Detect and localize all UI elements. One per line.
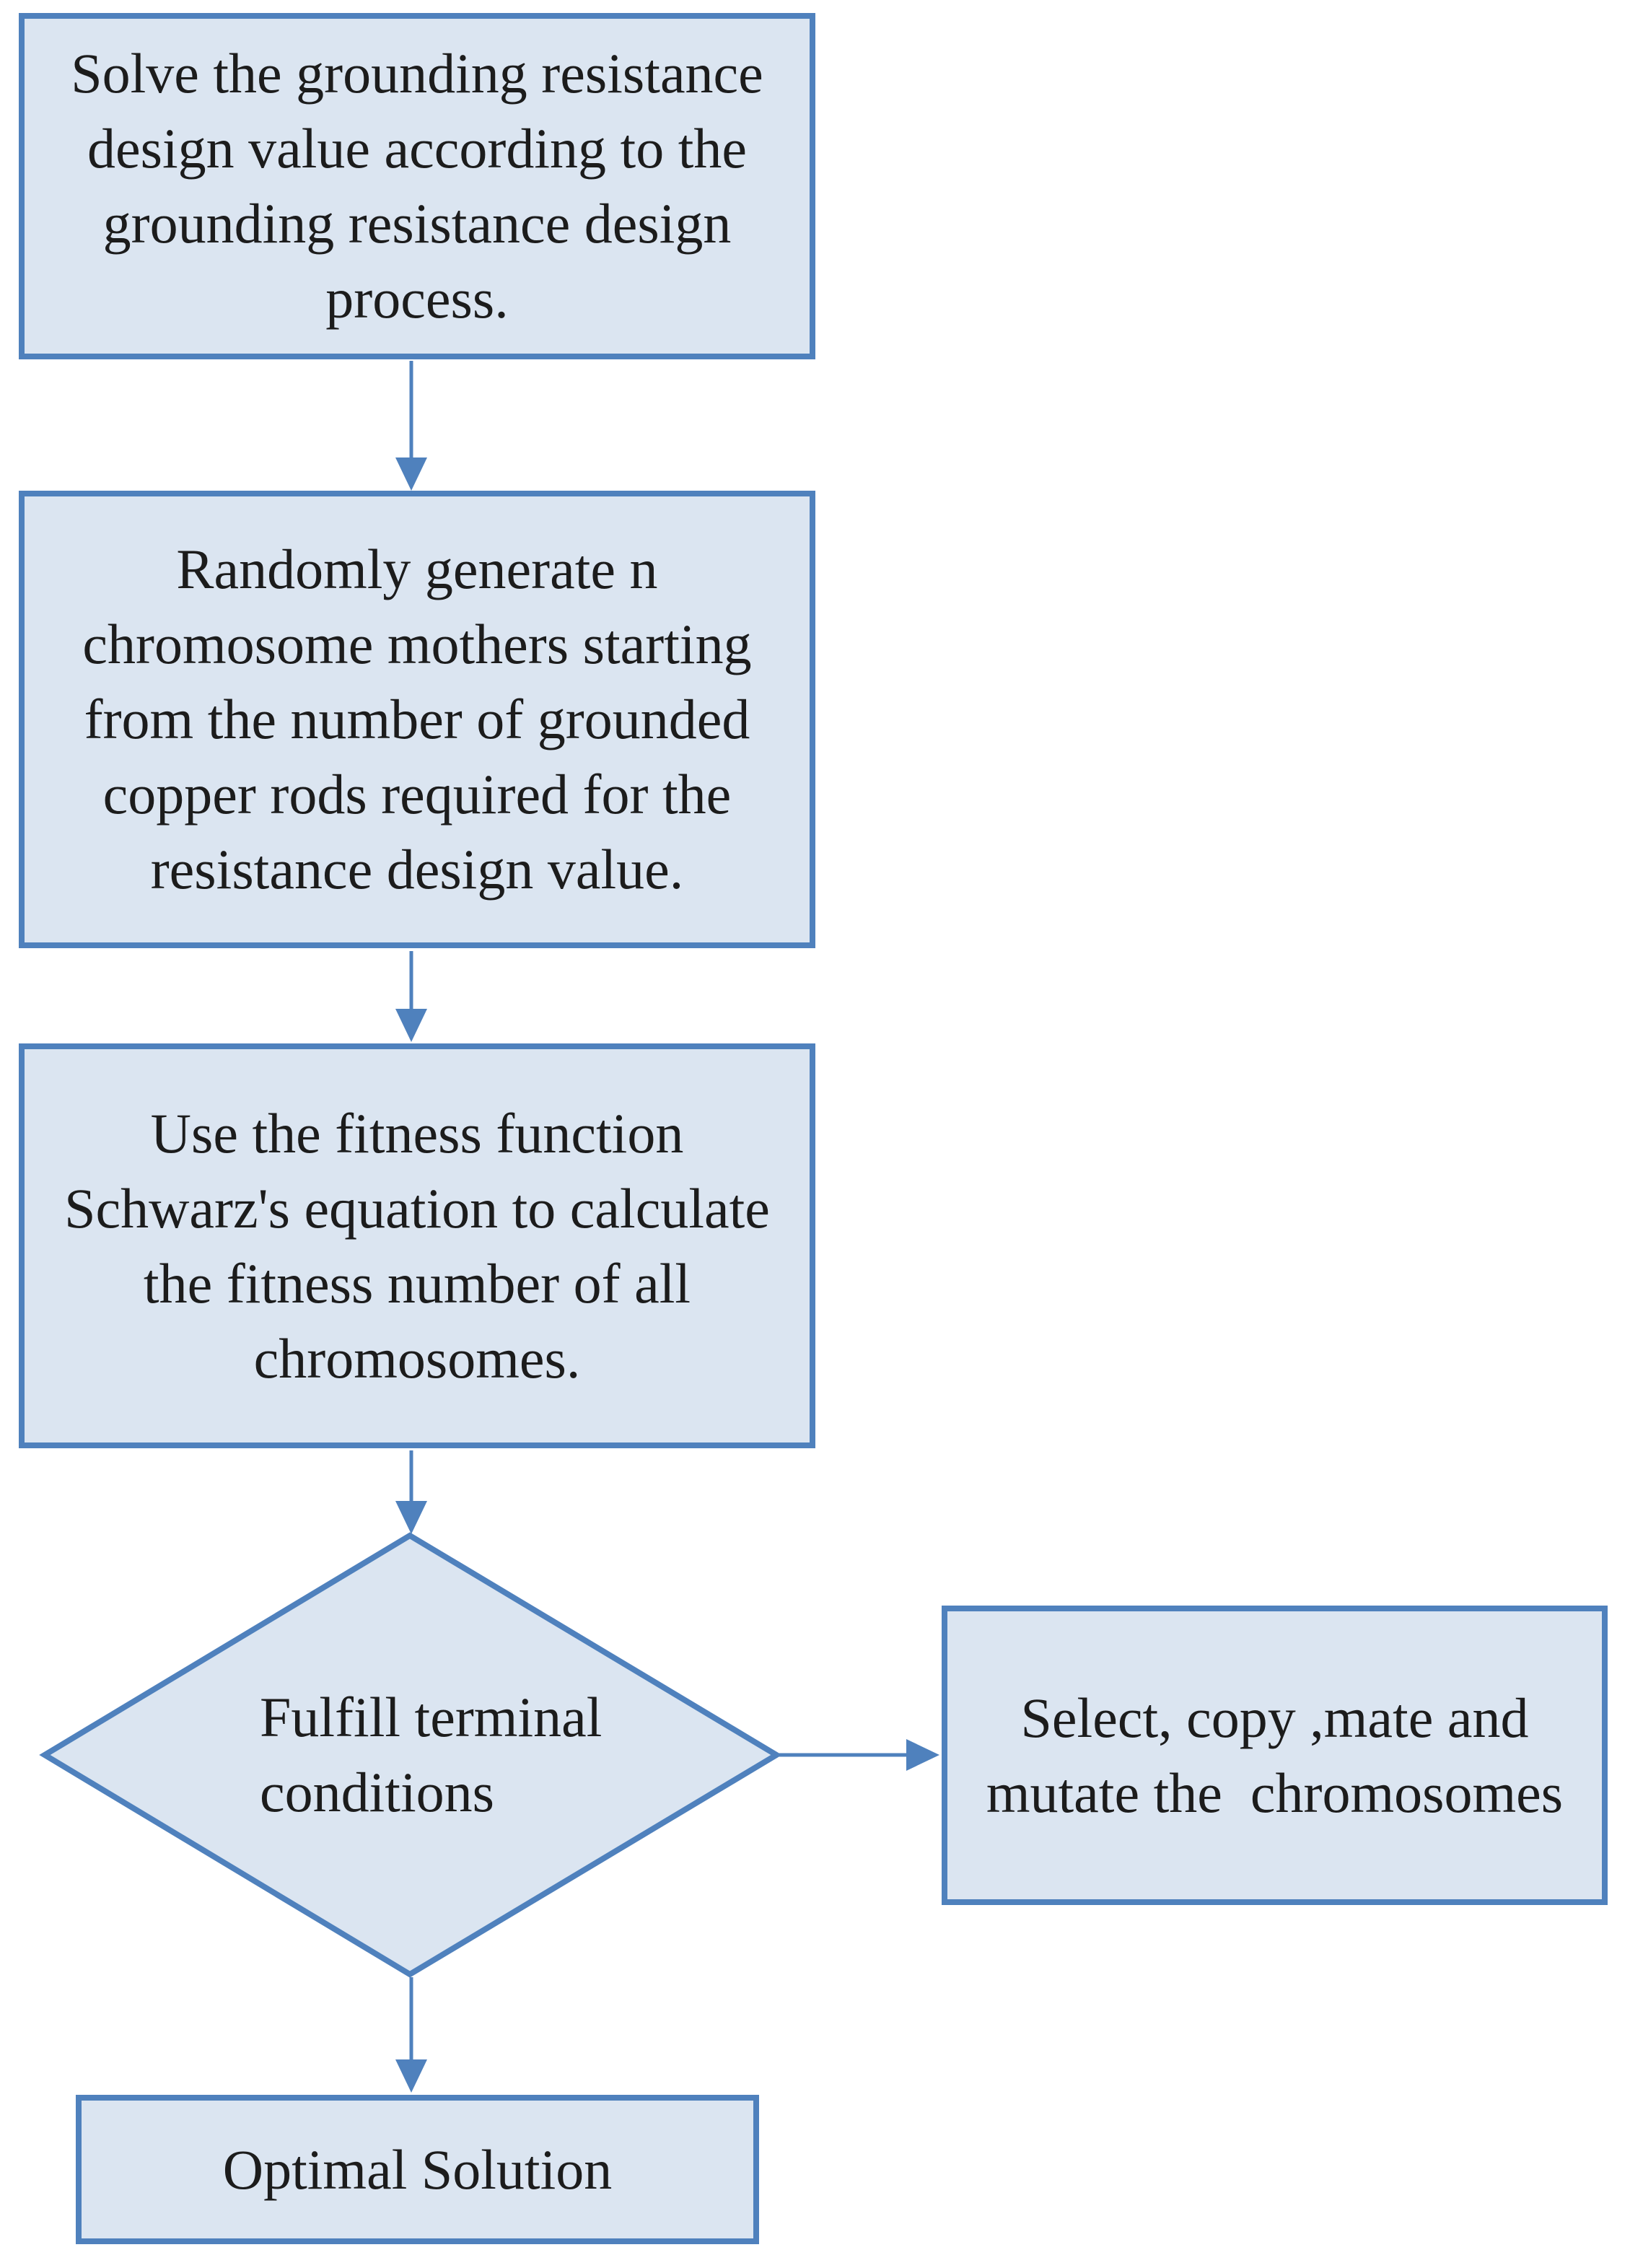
arrow-solve-to-generate — [395, 361, 427, 491]
arrow-generate-to-fitness — [395, 951, 427, 1042]
node-fitness-function: Use the fitness function Schwarz's equat… — [19, 1043, 815, 1448]
node-label: Solve the grounding resistance design va… — [71, 42, 763, 330]
node-select-mutate: Select, copy ,mate and mutate the chromo… — [942, 1606, 1608, 1905]
arrow-head-icon — [395, 457, 427, 491]
arrow-fitness-to-decision — [395, 1450, 427, 1534]
arrow-head-icon — [395, 1501, 427, 1534]
node-label: Randomly generate n chromosome mothers s… — [82, 538, 752, 901]
node-label: Use the fitness function Schwarz's equat… — [64, 1101, 770, 1390]
node-decision-terminal: Fulfill terminal conditions — [260, 1686, 603, 1823]
arrow-head-icon — [906, 1739, 939, 1771]
arrow-head-icon — [395, 1009, 427, 1042]
node-solve-resistance: Solve the grounding resistance design va… — [19, 13, 815, 359]
node-generate-chromosomes: Randomly generate n chromosome mothers s… — [19, 491, 815, 948]
node-label: Optimal Solution — [222, 2137, 613, 2201]
arrow-decision-to-select-mutate — [779, 1739, 939, 1771]
node-optimal-solution: Optimal Solution — [76, 2095, 759, 2244]
decision-diamond-shape — [39, 1532, 782, 1978]
node-label: Select, copy ,mate and mutate the chromo… — [986, 1686, 1564, 1824]
arrow-head-icon — [395, 2059, 427, 2093]
arrow-decision-to-optimal — [395, 1977, 427, 2093]
